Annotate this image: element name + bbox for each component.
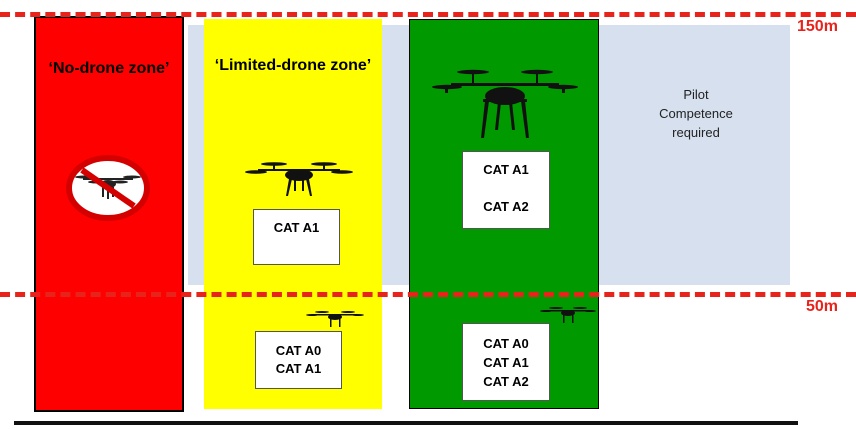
category-label: CAT A1	[275, 361, 322, 376]
category-label: CAT A1	[273, 220, 320, 235]
pilot-note-line: Pilot	[683, 87, 709, 102]
pilot-competence-note: Pilot Competence required	[640, 85, 752, 142]
altitude-line-50m	[0, 292, 856, 297]
limited-drone-zone-title: ‘Limited-drone zone’	[214, 57, 372, 74]
category-label: CAT A1	[483, 162, 529, 177]
category-box-green-lower: CAT A0 CAT A1 CAT A2	[462, 323, 550, 401]
drone-icon	[432, 69, 578, 138]
category-box-green-upper: CAT A1 CAT A2	[462, 151, 550, 229]
altitude-label-50m: 50m	[806, 298, 839, 315]
category-label: CAT A0	[483, 335, 529, 351]
category-label: CAT A0	[275, 343, 322, 358]
ground-line	[14, 421, 798, 425]
altitude-label-150m: 150m	[797, 18, 838, 35]
pilot-note-line: Competence	[659, 106, 733, 121]
category-label: CAT A2	[483, 199, 529, 214]
category-label: CAT A2	[483, 373, 529, 389]
drone-icon	[540, 307, 596, 323]
category-box-yellow-upper: CAT A1	[253, 209, 340, 265]
no-drone-zone-title: ‘No-drone zone’	[48, 60, 170, 77]
drone-icon	[306, 311, 364, 327]
drone-icon	[245, 162, 353, 196]
no-drone-icon	[66, 155, 150, 221]
altitude-line-150m	[0, 12, 856, 17]
category-box-yellow-lower: CAT A0 CAT A1	[255, 331, 342, 389]
category-label: CAT A1	[483, 354, 529, 370]
pilot-note-line: required	[672, 125, 720, 140]
